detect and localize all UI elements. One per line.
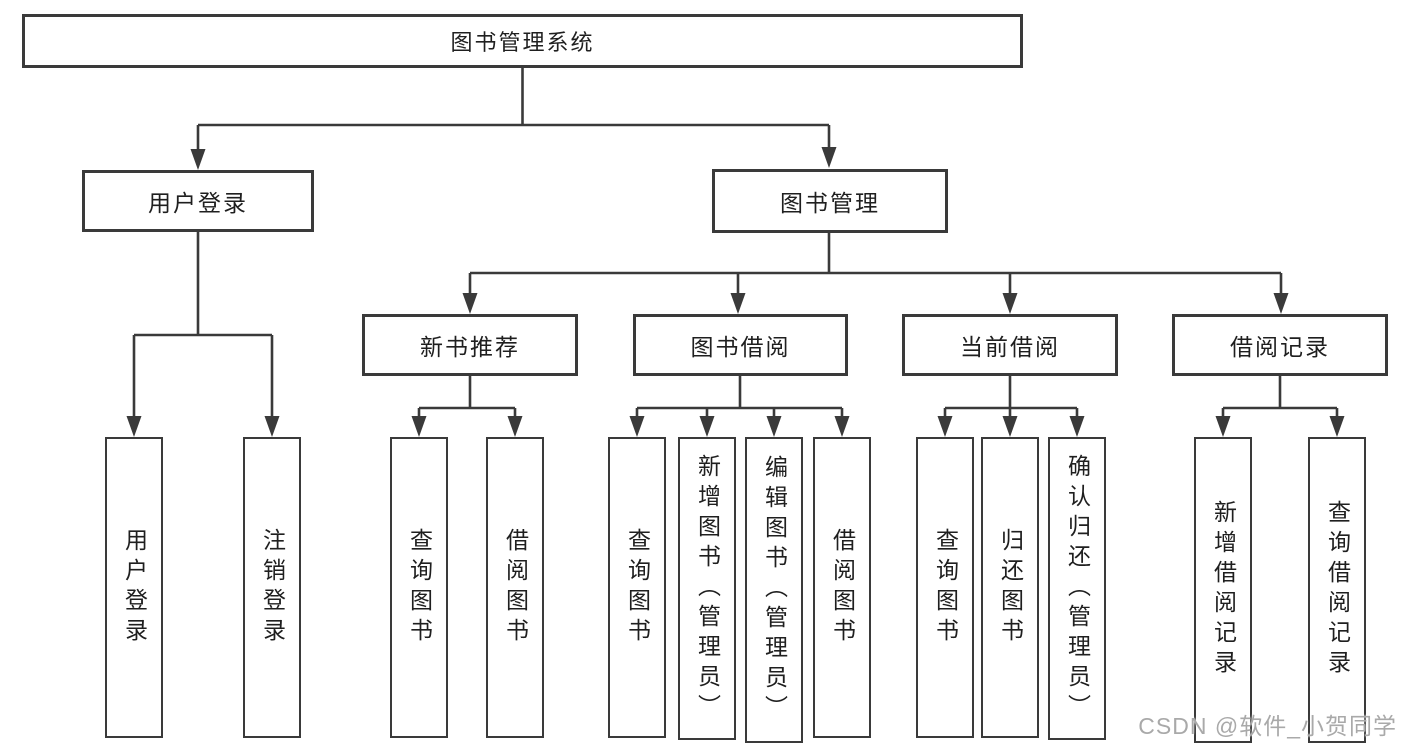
node-borrow-records: 借阅记录 (1172, 314, 1388, 376)
node-label: 新书推荐 (420, 334, 520, 360)
node-label: 借阅图书 (502, 527, 529, 648)
node-user-login: 用户登录 (82, 170, 314, 232)
leaf-confirm-return-admin: 确认归还（管理员） (1048, 437, 1106, 740)
node-label: 当前借阅 (960, 334, 1060, 360)
leaf-query-books-1: 查询图书 (390, 437, 448, 738)
node-label: 查询图书 (406, 527, 433, 648)
leaf-borrow-books-1: 借阅图书 (486, 437, 544, 738)
leaf-return-books: 归还图书 (981, 437, 1039, 738)
csdn-watermark: CSDN @软件_小贺同学 (1138, 713, 1397, 739)
leaf-edit-books-admin: 编辑图书（管理员） (745, 437, 803, 743)
node-label: 新增图书（管理员） (694, 453, 721, 724)
node-label: 图书管理系统 (450, 30, 595, 55)
leaf-user-login: 用户登录 (105, 437, 163, 738)
leaf-query-books-3: 查询图书 (916, 437, 974, 738)
node-label: 新增借阅记录 (1210, 500, 1237, 680)
node-current-borrowing: 当前借阅 (902, 314, 1118, 376)
node-new-book-recommend: 新书推荐 (362, 314, 578, 376)
leaf-borrow-books-2: 借阅图书 (813, 437, 871, 738)
leaf-query-books-2: 查询图书 (608, 437, 666, 738)
node-label: 归还图书 (997, 527, 1024, 648)
node-label: 借阅图书 (829, 527, 856, 648)
leaf-add-borrow-record: 新增借阅记录 (1194, 437, 1252, 743)
node-book-borrowing: 图书借阅 (633, 314, 848, 376)
node-label: 编辑图书（管理员） (761, 455, 788, 725)
node-label: 查询图书 (624, 527, 651, 648)
node-label: 用户登录 (121, 527, 148, 648)
leaf-add-books-admin: 新增图书（管理员） (678, 437, 736, 740)
node-label: 注销登录 (259, 527, 286, 648)
node-label: 图书借阅 (690, 334, 791, 360)
node-label: 确认归还（管理员） (1064, 453, 1091, 724)
node-label: 查询借阅记录 (1324, 500, 1351, 680)
node-label: 查询图书 (932, 527, 959, 648)
leaf-query-borrow-record: 查询借阅记录 (1308, 437, 1366, 743)
leaf-logout: 注销登录 (243, 437, 301, 738)
node-book-management: 图书管理 (712, 169, 948, 233)
node-label: 图书管理 (780, 190, 880, 216)
node-library-management-system: 图书管理系统 (22, 14, 1023, 68)
node-label: 借阅记录 (1230, 334, 1330, 360)
node-label: 用户登录 (148, 190, 248, 216)
